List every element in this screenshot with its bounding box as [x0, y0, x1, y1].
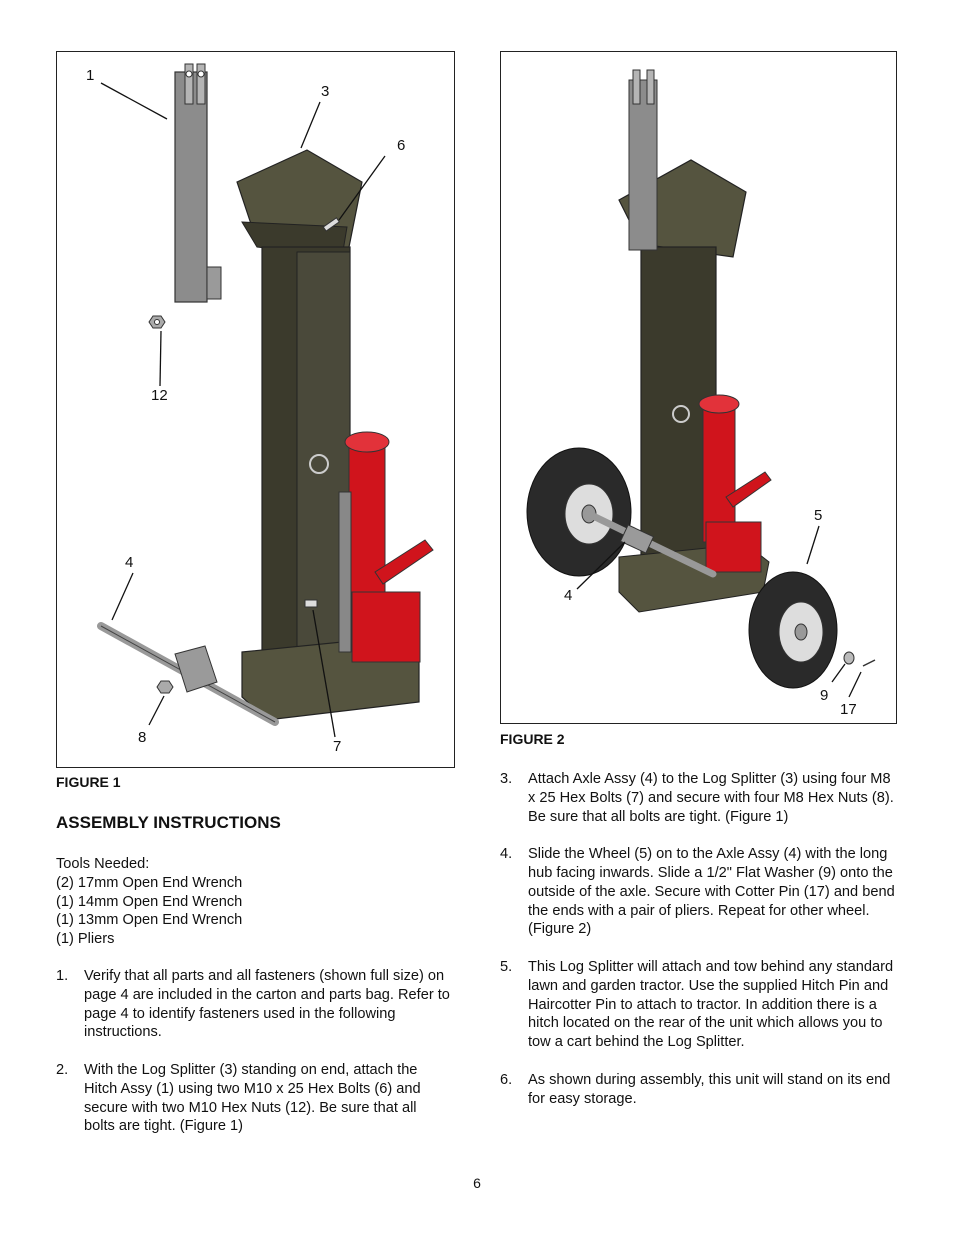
bottle-jack-part [338, 431, 434, 663]
step-number: 5. [500, 958, 513, 975]
hex-bolt-7-part [304, 599, 318, 608]
wheel-right-part [748, 571, 838, 689]
tools-needed-list: Tools Needed: (2) 17mm Open End Wrench (… [56, 855, 456, 949]
callout-6: 6 [397, 137, 406, 154]
flat-washer-9-part [843, 651, 855, 665]
step-text: This Log Splitter will attach and tow be… [528, 958, 894, 1051]
step-item: 4. Slide the Wheel (5) on to the Axle As… [500, 845, 895, 939]
step-number: 4. [500, 846, 513, 863]
callout-4: 4 [125, 554, 134, 571]
page-number: 6 [473, 1175, 481, 1191]
figure-2-leader-lines [576, 525, 862, 698]
tool-item: (1) Pliers [56, 931, 115, 948]
step-item: 1. Verify that all parts and all fastene… [56, 967, 451, 1042]
axle-assembly-part [97, 622, 279, 726]
figure-1-drawing [97, 63, 434, 738]
figure-1-illustration: 1 3 6 12 4 8 7 [56, 51, 455, 768]
step-item: 6. As shown during assembly, this unit w… [500, 1071, 895, 1109]
axle-assembly-part [585, 510, 717, 578]
figure-2-illustration: 5 4 9 17 [500, 51, 897, 724]
steps-right-column: 3. Attach Axle Assy (4) to the Log Split… [500, 770, 895, 1127]
tool-item: (1) 13mm Open End Wrench [56, 912, 243, 929]
figure-2-caption: FIGURE 2 [500, 731, 565, 747]
step-text: Verify that all parts and all fasteners … [84, 968, 450, 1041]
callout-5: 5 [814, 507, 823, 524]
tool-item: (2) 17mm Open End Wrench [56, 874, 243, 891]
step-item: 5. This Log Splitter will attach and tow… [500, 958, 895, 1052]
callout-7: 7 [333, 738, 342, 755]
hitch-assembly-part [628, 69, 658, 251]
step-text: As shown during assembly, this unit will… [528, 1071, 891, 1107]
step-number: 1. [56, 968, 69, 984]
wheel-left-part [526, 447, 632, 577]
step-number: 6. [500, 1071, 513, 1088]
step-item: 3. Attach Axle Assy (4) to the Log Split… [500, 770, 895, 826]
step-item: 2. With the Log Splitter (3) standing on… [56, 1061, 451, 1136]
step-text: Attach Axle Assy (4) to the Log Splitter… [528, 771, 894, 825]
hitch-assembly-part [174, 63, 222, 303]
callout-12: 12 [151, 387, 168, 404]
step-text: Slide the Wheel (5) on to the Axle Assy … [528, 846, 895, 938]
callout-4: 4 [564, 587, 573, 604]
callout-3: 3 [321, 83, 330, 100]
step-number: 3. [500, 771, 513, 787]
hex-bolt-6-part [322, 217, 340, 232]
callout-8: 8 [138, 729, 147, 746]
step-text: With the Log Splitter (3) standing on en… [84, 1061, 421, 1135]
step-number: 2. [56, 1061, 69, 1078]
hex-nut-8-part [156, 680, 174, 694]
figure-1-caption: FIGURE 1 [56, 774, 121, 790]
cotter-pin-17-part [862, 659, 876, 667]
figure-1-leader-lines [100, 82, 386, 738]
section-heading: ASSEMBLY INSTRUCTIONS [56, 813, 281, 832]
hex-nut-12-part [148, 315, 166, 329]
figure-2-drawing [526, 69, 876, 698]
callout-1: 1 [86, 67, 95, 84]
tools-title: Tools Needed: [56, 856, 150, 872]
tool-item: (1) 14mm Open End Wrench [56, 893, 243, 910]
steps-left-column: 1. Verify that all parts and all fastene… [56, 967, 451, 1155]
bottle-jack-part [698, 394, 772, 573]
callout-9: 9 [820, 687, 829, 704]
callout-17: 17 [840, 701, 857, 718]
